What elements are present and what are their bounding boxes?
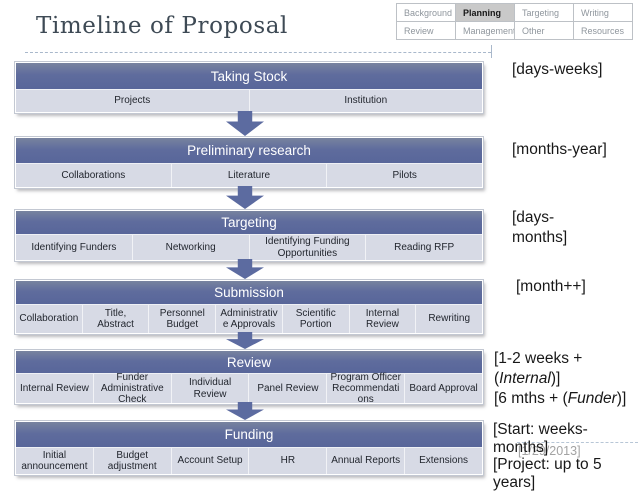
- duration-line: [days-: [512, 208, 567, 228]
- slide-title: Timeline of Proposal: [36, 13, 288, 39]
- duration-line: [months-year]: [512, 140, 607, 160]
- duration-line: [1-2 weeks +: [494, 349, 626, 369]
- phase-item-identifying-funding-opportunities: Identifying Funding Opportunities: [249, 235, 366, 260]
- down-arrow-icon: [226, 402, 264, 420]
- duration-line: months]: [512, 228, 567, 248]
- phase-item-rewriting: Rewriting: [415, 305, 482, 333]
- duration-line: [Project: up to 5: [493, 456, 602, 474]
- phase-item-hr: HR: [248, 448, 326, 474]
- duration-label-preliminary-research: [months-year]: [512, 140, 607, 160]
- duration-line: years]: [493, 474, 602, 491]
- phase-item-budget-adjustment: Budget adjustment: [93, 448, 171, 474]
- title-underline: [25, 52, 491, 53]
- phase-item-internal-review: Internal Review: [349, 305, 416, 333]
- phase-item-extensions: Extensions: [404, 448, 482, 474]
- title-underline-tick: [491, 45, 492, 58]
- phase-item-collaborations: Collaborations: [16, 164, 171, 187]
- phase-item-networking: Networking: [132, 235, 249, 260]
- phase-item-institution: Institution: [249, 90, 483, 112]
- duration-label-submission: [month++]: [516, 277, 586, 297]
- duration-label-targeting: [days-months]: [512, 208, 567, 248]
- down-arrow-icon: [226, 186, 264, 209]
- legend-item-management[interactable]: Management: [456, 22, 515, 40]
- phase-item-internal-review: Internal Review: [16, 374, 93, 403]
- duration-label-review: [1-2 weeks +(Internal)][6 mths + (Funder…: [494, 349, 626, 409]
- phase-item-funder-administrative-check: Funder Administrative Check: [93, 374, 171, 403]
- phase-item-identifying-funders: Identifying Funders: [16, 235, 132, 260]
- duration-line: months]: [493, 439, 602, 457]
- duration-line: [Start: weeks-: [493, 421, 602, 439]
- legend-item-resources[interactable]: Resources: [574, 22, 633, 40]
- legend-item-writing[interactable]: Writing: [574, 4, 633, 22]
- phase-title: Submission: [16, 281, 482, 304]
- phase-item-individual-review: Individual Review: [171, 374, 249, 403]
- phase-item-board-approval: Board Approval: [404, 374, 482, 403]
- phase-item-initial-announcement: Initial announcement: [16, 448, 93, 474]
- phase-item-personnel-budget: Personnel Budget: [148, 305, 215, 333]
- legend-item-review[interactable]: Review: [397, 22, 456, 40]
- phase-item-scientific-portion: Scientific Portion: [282, 305, 349, 333]
- phase-item-annual-reports: Annual Reports: [326, 448, 404, 474]
- phase-item-account-setup: Account Setup: [171, 448, 249, 474]
- duration-line: [days-weeks]: [512, 60, 602, 80]
- phase-title: Review: [16, 351, 482, 373]
- phase-item-administrative-approvals: Administrative Approvals: [215, 305, 282, 333]
- legend-item-background[interactable]: Background: [397, 4, 456, 22]
- phase-title: Targeting: [16, 211, 482, 234]
- legend-item-other[interactable]: Other: [515, 22, 574, 40]
- down-arrow-icon: [226, 111, 264, 136]
- phase-item-pilots: Pilots: [326, 164, 482, 187]
- phase-item-title-abstract: Title, Abstract: [82, 305, 149, 333]
- duration-line: (Internal)]: [494, 369, 626, 389]
- legend-item-targeting[interactable]: Targeting: [515, 4, 574, 22]
- phase-title: Funding: [16, 422, 482, 447]
- legend-item-planning[interactable]: Planning: [456, 4, 515, 22]
- down-arrow-icon: [226, 332, 264, 349]
- duration-line: [6 mths + (Funder)]: [494, 389, 626, 409]
- duration-label-taking-stock: [days-weeks]: [512, 60, 602, 80]
- phase-title: Taking Stock: [16, 63, 482, 89]
- phase-title: Preliminary research: [16, 138, 482, 163]
- phase-item-panel-review: Panel Review: [248, 374, 326, 403]
- phase-item-collaboration: Collaboration: [16, 305, 82, 333]
- duration-line: [month++]: [516, 277, 586, 297]
- phase-item-literature: Literature: [171, 164, 327, 187]
- phase-item-reading-rfp: Reading RFP: [365, 235, 482, 260]
- down-arrow-icon: [226, 259, 264, 279]
- phase-item-program-officer-recommendations: Program Officer Recommendations: [326, 374, 404, 403]
- phase-item-projects: Projects: [16, 90, 249, 112]
